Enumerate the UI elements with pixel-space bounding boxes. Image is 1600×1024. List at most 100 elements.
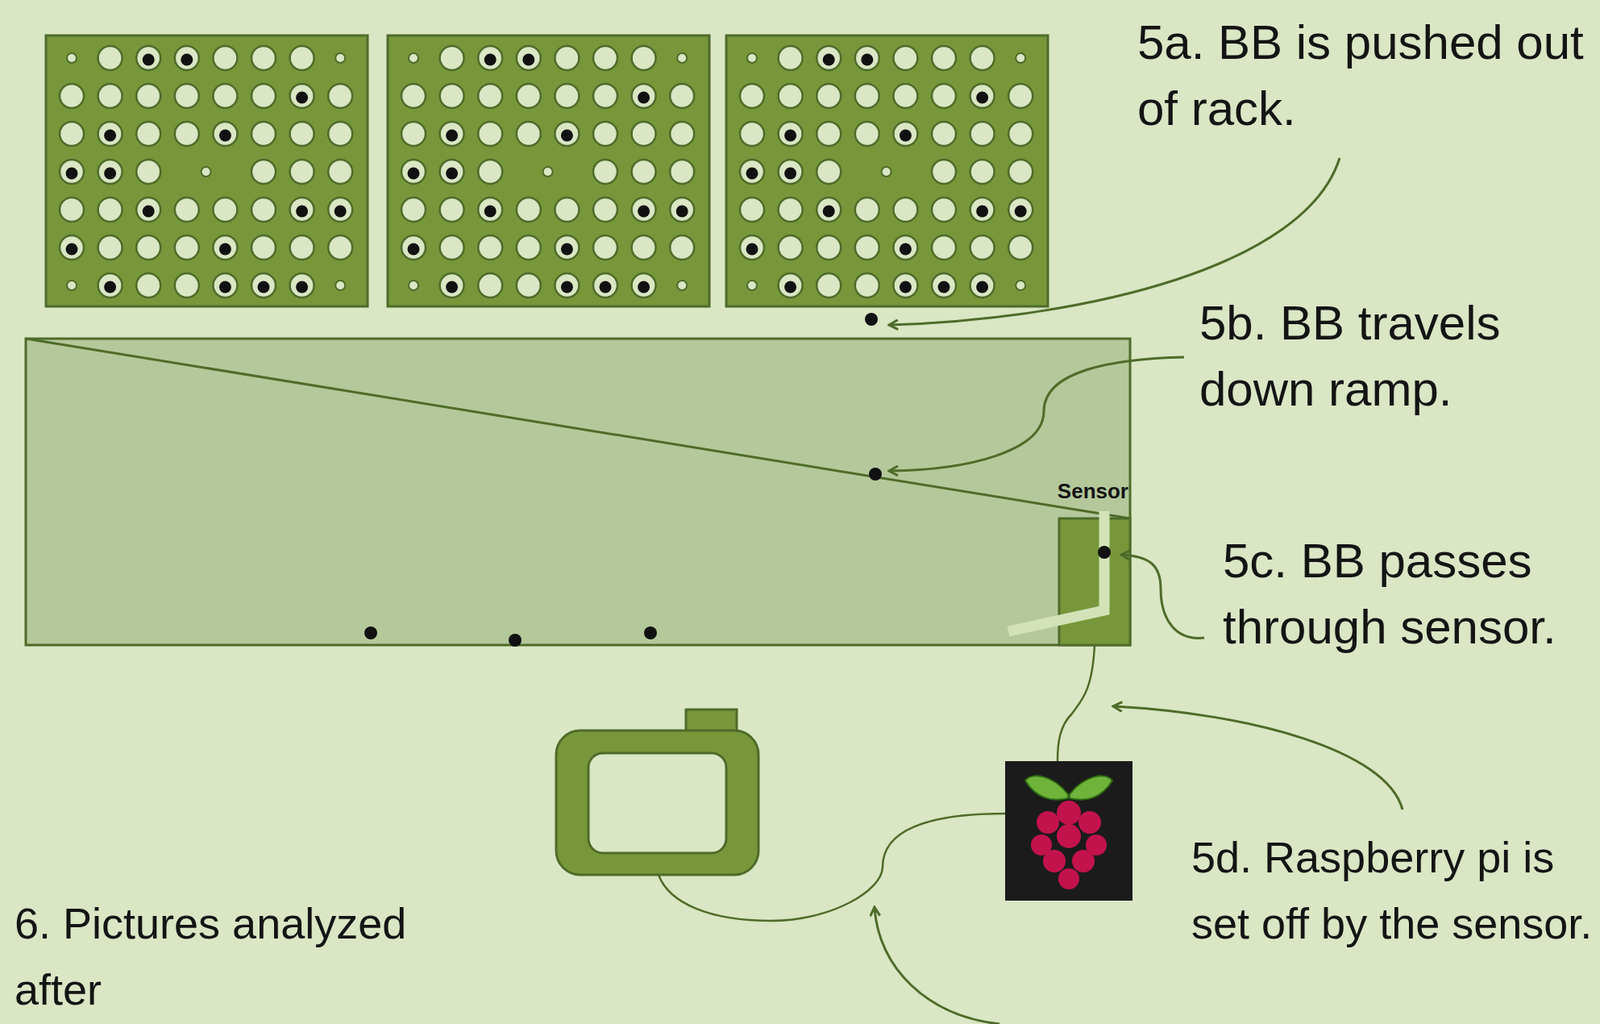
hole [778,273,803,298]
hole [1008,197,1033,222]
hole [328,235,353,260]
bb [784,281,797,294]
raspberry-pi-logo [1005,760,1133,901]
hole [477,45,503,71]
hole [290,121,315,146]
bb [561,129,574,142]
hole [174,235,200,260]
hole [631,83,657,109]
hole [440,45,465,71]
bb [561,243,574,256]
small-hole [1015,280,1026,291]
small-hole [677,53,687,63]
hole [893,83,918,109]
callout-text: 5a. BB is pushed out of rack. [1137,9,1589,142]
hole [516,273,541,298]
hole [1008,159,1033,184]
hole [816,121,841,146]
hole [1008,121,1033,146]
hole [739,83,765,109]
bb [407,243,420,256]
small-hole [747,280,757,291]
bb [484,205,497,218]
hole [212,121,237,146]
hole [554,235,579,260]
hole [328,197,353,222]
hole [136,121,161,146]
bb [976,281,989,294]
small-hole [335,280,345,291]
hole [970,121,995,146]
hole [669,159,695,184]
small-hole [881,166,892,177]
hole [893,197,918,222]
bb [822,54,836,67]
camera [556,709,759,875]
bb [637,205,650,218]
hole [251,83,276,109]
hole [816,197,841,222]
hole [1008,235,1033,260]
hole [593,273,618,298]
bb [899,129,912,142]
hole [477,197,503,222]
hole [401,197,426,222]
hole [477,159,503,184]
bb [860,54,873,67]
hole [855,235,880,260]
hole [554,83,579,109]
rack [45,35,368,307]
hole [931,83,956,109]
hole [855,45,880,71]
hole [477,121,503,146]
small-hole [408,53,419,63]
hole [136,159,161,184]
hole [98,197,123,222]
hole [816,159,841,184]
hole [174,273,200,298]
bb-racks [45,35,1048,307]
hole [931,273,956,298]
hole [593,45,618,71]
hole [59,197,84,222]
hole [554,273,579,298]
hole [739,159,765,184]
bb [637,91,650,104]
bb [334,205,347,218]
bb [142,54,155,67]
hole [251,159,276,184]
ramp [25,338,1131,519]
callout-text: 6. Pictures analyzed after [14,889,466,1023]
hole [970,197,995,222]
hole [251,121,276,146]
sensor-block [1059,518,1131,645]
hole [477,273,503,298]
hole [328,83,353,109]
hole [631,235,657,260]
hole [554,197,579,222]
hole [59,83,84,109]
hole [739,121,765,146]
bb [976,91,989,104]
hole [593,121,618,146]
hole [290,197,315,222]
bb [637,281,650,294]
bb [142,205,155,218]
hole [1008,83,1033,109]
hole [477,83,503,109]
hole [516,83,541,109]
small-hole [408,280,419,291]
hole [440,159,465,184]
hole [816,45,841,71]
hole [98,235,123,260]
bb [445,167,458,180]
bb [522,54,535,67]
callout-text: 5d. Raspberry pi is set off by the senso… [1191,823,1595,956]
hole [477,235,503,260]
bb [484,54,497,67]
hole [669,235,695,260]
hole [593,197,618,222]
bb [899,281,912,294]
rack-plate [45,35,368,307]
bb [295,281,308,294]
